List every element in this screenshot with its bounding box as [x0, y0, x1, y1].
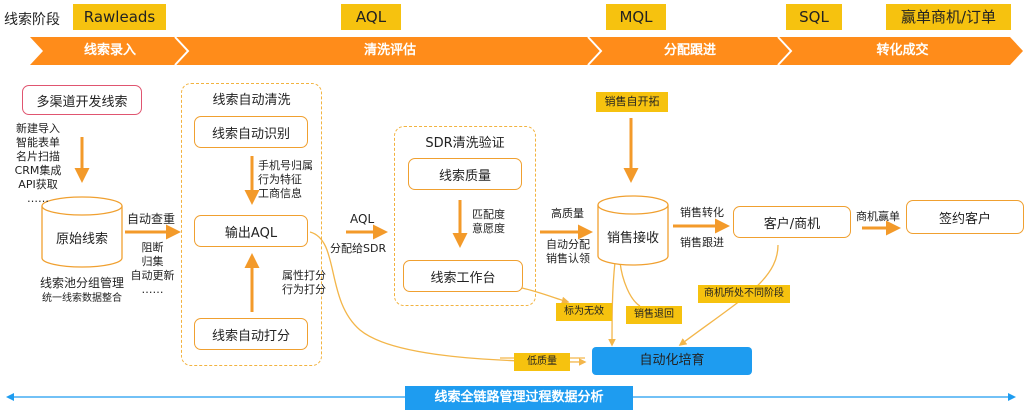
tag-mql: MQL — [606, 4, 666, 30]
pool-sub-label: 统一线索数据整合 — [42, 293, 122, 304]
sales-follow-label: 销售跟进 — [680, 236, 724, 249]
chevron-shape-3 — [588, 37, 791, 65]
pool-label: 线索池分组管理 — [39, 276, 124, 290]
sales-convert-label: 销售转化 — [680, 206, 724, 219]
low-quality-tag: 低质量 — [514, 353, 570, 371]
chevron-convert-deal: 转化成交 — [876, 43, 929, 58]
sales-return-tag: 销售退回 — [626, 306, 682, 324]
multichannel-box: 多渠道开发线索 — [22, 85, 142, 115]
auto-score-box: 线索自动打分 — [194, 318, 308, 350]
tag-won: 赢单商机/订单 — [886, 4, 1011, 30]
chevron-assign-follow: 分配跟进 — [663, 43, 716, 58]
data-analysis-bar: 线索全链路管理过程数据分析 — [405, 386, 633, 410]
cylinder-sales-receive — [597, 195, 669, 266]
tag-aql: AQL — [341, 4, 401, 30]
opp-win-label: 商机赢单 — [856, 210, 900, 223]
connector-aql-lowquality — [309, 231, 587, 366]
tag-sql: SQL — [786, 4, 842, 30]
auto-assign-list: 自动分配 销售认领 — [546, 238, 590, 265]
sources-list: 新建导入 智能表单 名片扫描 CRM集成 API获取 …… — [14, 122, 62, 205]
lead-quality-box: 线索质量 — [408, 158, 522, 190]
chevron-clean-eval: 清洗评估 — [363, 43, 416, 58]
sdr-group — [394, 126, 536, 306]
stage-label: 线索阶段 — [4, 12, 60, 28]
auto-nurture-box: 自动化培育 — [592, 347, 752, 375]
sdr-title: SDR清洗验证 — [425, 136, 505, 151]
aql-label: AQL — [350, 212, 375, 226]
auto-dedup-label: 自动查重 — [127, 212, 176, 226]
chevron-band — [30, 36, 1023, 66]
tag-rawleads: Rawleads — [73, 4, 166, 30]
auto-clean-title: 线索自动清洗 — [212, 93, 291, 108]
chevron-shape-1 — [30, 37, 188, 65]
invalid-tag: 标为无效 — [556, 303, 612, 321]
assign-sdr-label: 分配给SDR — [330, 242, 387, 255]
sales-self-tag: 销售自开拓 — [596, 92, 668, 112]
connector-workbench-invalid — [521, 287, 570, 305]
attr-score-list: 属性打分 行为打分 — [282, 269, 326, 296]
block-merge-list: 阻断 归集 自动更新 …… — [130, 241, 175, 296]
connector-sales-return — [619, 261, 641, 307]
signed-box: 签约客户 — [906, 200, 1024, 234]
output-aql-box: 输出AQL — [194, 215, 308, 247]
phone-attr-list: 手机号归属 行为特征 工商信息 — [258, 159, 313, 200]
sales-receive-label: 销售接收 — [606, 231, 659, 246]
lead-workbench-box: 线索工作台 — [403, 260, 523, 292]
match-intent-list: 匹配度 意愿度 — [472, 208, 505, 235]
customer-box: 客户/商机 — [733, 206, 851, 238]
cylinder-raw-leads — [41, 196, 123, 268]
diff-stage-tag: 商机所处不同阶段 — [698, 285, 790, 303]
auto-clean-group — [181, 83, 322, 366]
chevron-lead-entry: 线索录入 — [83, 43, 136, 58]
raw-leads-label: 原始线索 — [55, 232, 108, 247]
chevron-shape-4 — [778, 37, 1023, 65]
high-quality-label: 高质量 — [551, 207, 584, 220]
auto-identify-box: 线索自动识别 — [194, 116, 308, 148]
chevron-shape-2 — [175, 37, 601, 65]
connector-sales-nurture — [608, 261, 616, 347]
